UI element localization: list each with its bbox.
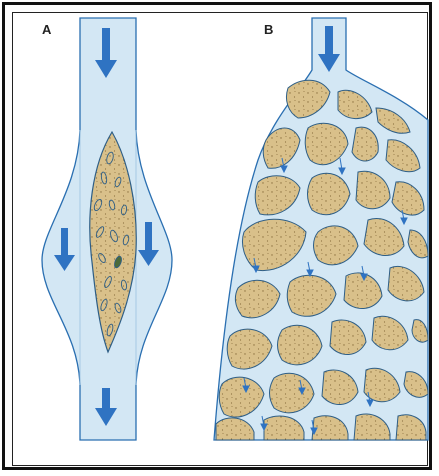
panel-a-label: A [42,22,51,37]
panel-a [42,18,172,440]
panel-b-label: B [264,22,273,37]
panel-b [214,18,428,440]
